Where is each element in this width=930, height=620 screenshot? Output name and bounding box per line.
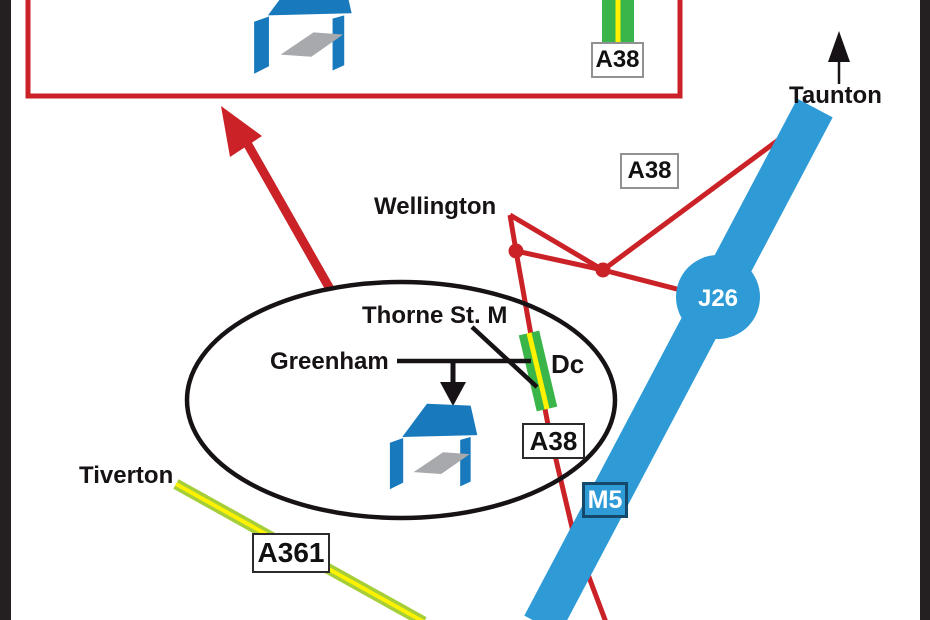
inset-site-logo-icon: [254, 0, 352, 74]
dc-road-segment: [518, 330, 558, 412]
town-label-tiverton: Tiverton: [79, 462, 174, 489]
road-badge-a361: A361: [252, 533, 330, 573]
site-down-arrow-head: [440, 382, 466, 406]
site-label-thorne-street: Thorne St. M: [362, 302, 508, 329]
j26-junction-label: J26: [697, 285, 739, 312]
road-badge-m5: M5: [582, 482, 628, 518]
road-a38-to-wellington: [508, 212, 605, 273]
road-badge-a38-south: A38: [522, 423, 585, 459]
site-logo-right-wall: [460, 437, 471, 487]
inset-site-logo-floor: [280, 32, 344, 57]
site-logo-roof: [402, 403, 478, 437]
frame-right-bar: [920, 0, 930, 620]
thorne-pointer-line: [470, 325, 539, 389]
dc-road-stripe: [526, 332, 550, 410]
north-arrow-icon: [828, 31, 850, 84]
road-badge-a38-mid: A38: [620, 153, 679, 189]
site-down-arrow: [440, 361, 466, 406]
town-label-taunton: Taunton: [789, 82, 882, 109]
inset-site-logo-left-wall: [254, 16, 269, 74]
north-arrow-head: [828, 31, 850, 62]
inset-site-logo-right-wall: [332, 15, 345, 71]
inset-pointer-arrow-head: [221, 106, 262, 157]
inset-detail-box: [25, 0, 683, 99]
site-label-dc: Dc: [551, 349, 585, 379]
junction-dot-east: [595, 262, 611, 278]
area-ellipse: [184, 279, 618, 521]
road-badge-a38-inset: A38: [591, 42, 644, 78]
inset-pointer-arrow: [221, 106, 334, 292]
site-logo-left-wall: [389, 437, 404, 490]
road-wellington-link: [515, 248, 604, 273]
frame-left-bar: [0, 0, 11, 620]
site-logo-icon: [389, 403, 478, 490]
site-label-greenham: Greenham: [270, 348, 389, 375]
junction-dot-west: [508, 243, 524, 259]
site-logo-floor: [413, 452, 470, 475]
m5-motorway: [524, 98, 833, 620]
inset-site-logo-roof: [267, 0, 352, 16]
j26-junction-circle: [676, 255, 760, 339]
town-label-wellington: Wellington: [374, 193, 497, 220]
inset-pointer-arrow-stem: [243, 140, 334, 292]
